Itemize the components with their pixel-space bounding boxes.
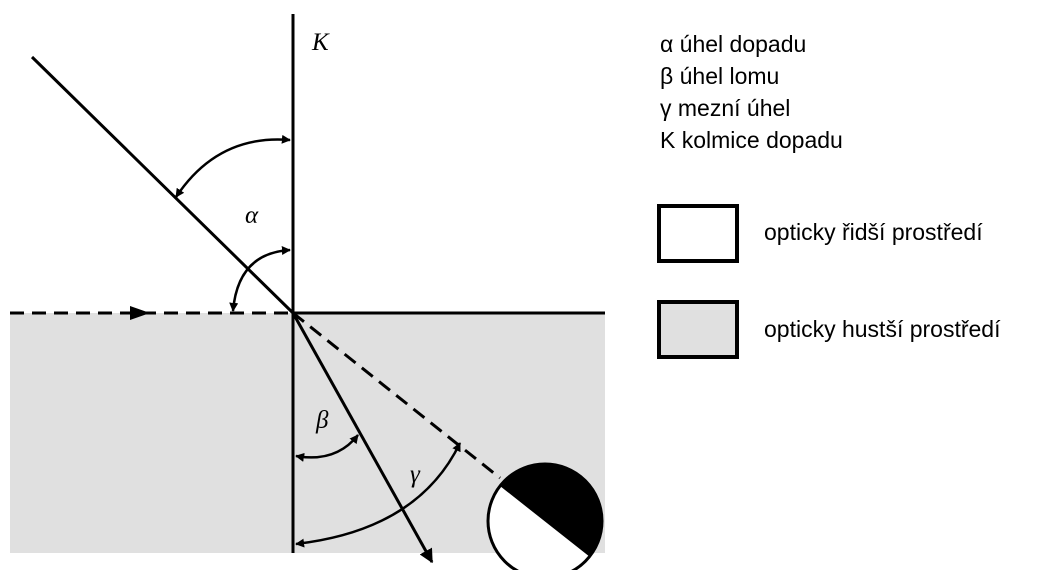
alpha-label: α xyxy=(245,202,259,229)
rarer-medium-label: opticky řidší prostředí xyxy=(764,219,983,245)
legend-definition-gamma: γ mezní úhel xyxy=(660,95,790,121)
critical-ray-dashed xyxy=(292,311,501,480)
denser-medium-label: opticky hustší prostředí xyxy=(764,316,1001,342)
denser-medium-swatch xyxy=(657,300,739,359)
beta-label: β xyxy=(315,407,329,434)
gamma-arc xyxy=(295,442,462,548)
legend-definition-beta: β úhel lomu xyxy=(660,63,779,89)
perpendicular-label: K xyxy=(311,29,330,56)
alpha-arc xyxy=(174,134,291,198)
right-angle-arc xyxy=(229,245,291,312)
legend-definition-alpha: α úhel dopadu xyxy=(660,31,806,57)
legend-definition-k: K kolmice dopadu xyxy=(660,127,843,153)
rarer-medium-swatch xyxy=(657,204,739,263)
incident-ray xyxy=(30,55,295,315)
grazing-ray-arrow-icon xyxy=(130,306,150,320)
legend-swatch-rarer: opticky řidší prostředí xyxy=(657,204,983,263)
legend-swatch-denser: opticky hustší prostředí xyxy=(657,300,1001,359)
gamma-label: γ xyxy=(410,461,421,488)
observer-eye-icon xyxy=(486,462,604,570)
legend-definitions: α úhel dopadu β úhel lomu γ mezní úhel K… xyxy=(660,31,843,153)
